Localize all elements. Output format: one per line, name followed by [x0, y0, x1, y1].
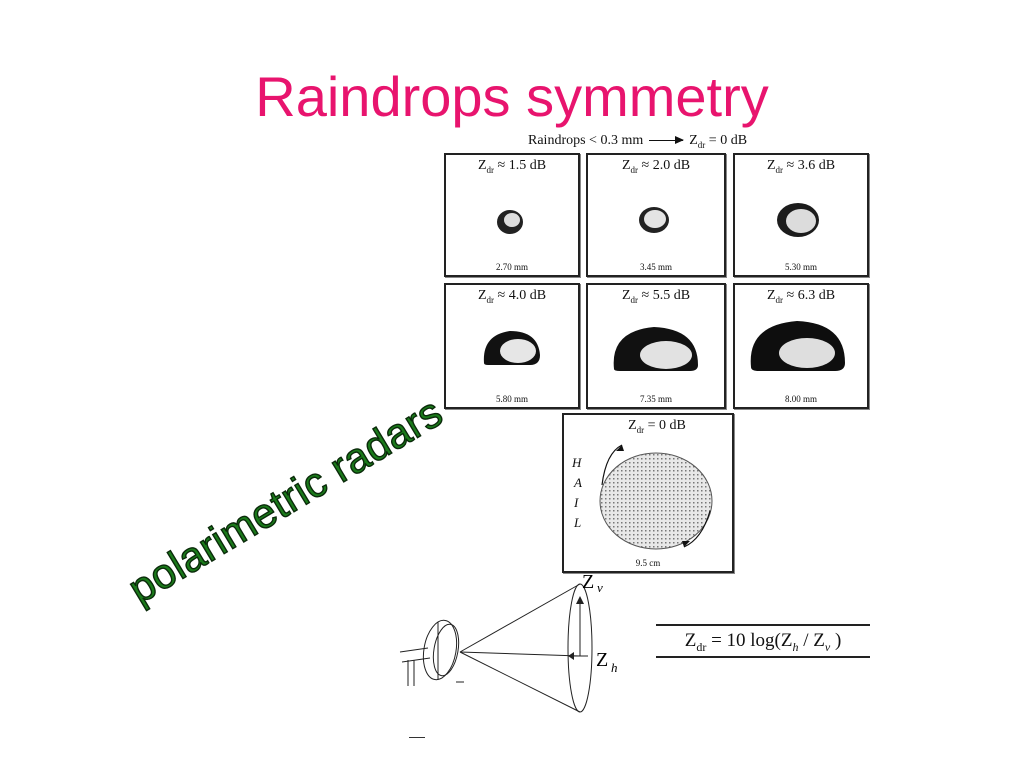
zh-arrow-icon [568, 652, 574, 660]
raindrop-image [639, 207, 669, 233]
zv-sub: v [597, 580, 603, 595]
hail-panel: Zdr = 0 dB H A I L 9.5 cm [562, 413, 734, 573]
panel-label: Zdr ≈ 1.5 dB [477, 158, 547, 175]
panel-label: Zdr ≈ 2.0 dB [621, 158, 691, 175]
raindrop-panel-5: Zdr ≈ 5.5 dB 7.35 mm [586, 283, 726, 409]
panel-size: 5.80 mm [495, 394, 528, 404]
zdr-formula: Zdr = 10 log(Zh / Zv ) [656, 624, 870, 658]
panel-size: 5.30 mm [784, 262, 817, 272]
slide-title: Raindrops symmetry [255, 65, 769, 128]
raindrop-image [483, 331, 540, 365]
raindrop-panel-3: Zdr ≈ 3.6 dB 5.30 mm [733, 153, 869, 277]
raindrop-panel-6: Zdr ≈ 6.3 dB 8.00 mm [733, 283, 869, 409]
panel-size: 8.00 mm [784, 394, 817, 404]
divider [409, 737, 425, 738]
raindrop-image [777, 203, 819, 237]
caption-result: Z [689, 133, 698, 148]
raindrop-image [613, 327, 698, 371]
caption-text: Raindrops < 0.3 mm [528, 133, 644, 148]
caption-result-tail: = 0 dB [705, 133, 748, 148]
right-arrow-icon [649, 136, 685, 145]
radar-beam-diagram: Z v Z h [399, 572, 618, 713]
zv-label: Z [582, 572, 594, 593]
hail-letter: H [572, 455, 582, 470]
raindrop-panel-2: Zdr ≈ 2.0 dB 3.45 mm [586, 153, 726, 277]
panel-label: Zdr ≈ 3.6 dB [766, 158, 836, 175]
panel-size: 7.35 mm [639, 394, 672, 404]
zh-sub: h [611, 660, 618, 675]
panel-label: Zdr ≈ 6.3 dB [766, 288, 836, 305]
hail-letter: L [574, 515, 582, 530]
panel-size: 3.45 mm [639, 262, 672, 272]
panel-size: 2.70 mm [495, 262, 528, 272]
hail-letter: A [574, 475, 582, 490]
raindrop-caption: Raindrops < 0.3 mm Zdr = 0 dB [528, 133, 747, 150]
raindrop-image [750, 321, 845, 371]
caption-result-sub: dr [697, 139, 706, 150]
raindrop-image [497, 210, 523, 234]
raindrop-panel-1: Zdr ≈ 1.5 dB 2.70 mm [444, 153, 580, 277]
zv-arrow-icon [576, 596, 584, 604]
panel-label: Zdr ≈ 4.0 dB [477, 288, 547, 305]
hailstone-image [599, 444, 713, 550]
hail-letter: I [574, 495, 579, 510]
zh-label: Z [596, 649, 608, 671]
panel-label: Zdr ≈ 5.5 dB [621, 288, 691, 305]
panel-size: 9.5 cm [635, 558, 661, 568]
raindrop-panel-4: Zdr ≈ 4.0 dB 5.80 mm [444, 283, 580, 409]
panel-label: Zdr = 0 dB [628, 418, 686, 435]
